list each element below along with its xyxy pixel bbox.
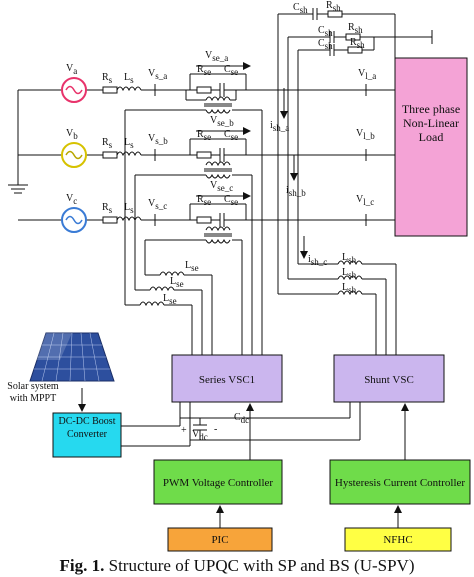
- phase-b-line: [18, 149, 190, 161]
- rsh-top-label: Rsh: [326, 0, 341, 13]
- vs-a-label: Vs_a: [148, 68, 167, 81]
- source-c: Vc: [61, 193, 87, 233]
- ground-symbol: [8, 90, 28, 194]
- rse-a-label: Rse: [197, 64, 211, 77]
- source-b-label: Vb: [66, 128, 78, 141]
- dcdc-label: DC-DC Boost Converter: [58, 416, 116, 440]
- solar-panel-image: [29, 332, 115, 382]
- shunt-vsc-label: Shunt VSC: [364, 374, 414, 386]
- vl-a-label: Vl_a: [358, 68, 376, 81]
- lse-1-label: Lse: [185, 260, 199, 273]
- phase-c-line: [18, 214, 190, 226]
- vl-c-label: Vl_c: [356, 194, 374, 207]
- ls-a-label: Ls: [124, 72, 134, 85]
- nonlinear-load: Three phase Non-Linear Load: [394, 57, 468, 237]
- ish-a-label: ish_a: [270, 120, 289, 133]
- hysteresis-controller-box: [329, 459, 471, 505]
- ish-b-label: ish_b: [286, 185, 306, 198]
- lsh-1-label: Lsh: [342, 252, 357, 265]
- pwm-controller-box: [153, 459, 283, 505]
- shunt-vsc-box: [333, 354, 445, 403]
- vdc-minus: -: [214, 424, 217, 435]
- cse-b-label: Cse: [224, 129, 238, 142]
- ish-c-label: ish_c: [308, 254, 327, 267]
- lsh-3-label: Lsh: [342, 282, 357, 295]
- rsh-low-label: Rsh: [350, 37, 365, 50]
- dc-link: [179, 402, 361, 441]
- cdc-label: Cdc: [234, 412, 249, 425]
- nfhc-label: NFHC: [383, 534, 412, 546]
- rs-a-label: Rs: [102, 72, 113, 85]
- hyst-label: Hysteresis Current Controller: [335, 477, 465, 489]
- pwm-label: PWM Voltage Controller: [163, 477, 274, 489]
- source-a-label: Va: [66, 63, 77, 76]
- shunt-inductors: [277, 244, 397, 355]
- ls-b-label: Ls: [124, 137, 134, 150]
- source-a: Va: [61, 63, 87, 103]
- vse-a-label: Vse_a: [205, 50, 228, 63]
- vs-c-label: Vs_c: [148, 198, 167, 211]
- csh-mid-label: Csh: [318, 25, 333, 38]
- csh-low-label: Csh: [318, 38, 333, 51]
- rsh-mid-label: Rsh: [348, 22, 363, 35]
- rse-b-label: Rse: [197, 129, 211, 142]
- series-vsc-label: Series VSC1: [199, 374, 255, 386]
- solar-label: Solar system with MPPT: [7, 381, 59, 404]
- series-transformer-b: [189, 138, 247, 179]
- phase-a-line: [18, 84, 190, 96]
- source-c-label: Vc: [66, 193, 77, 206]
- pic-label: PIC: [211, 534, 228, 546]
- csh-top-label: Csh: [293, 2, 308, 15]
- series-inductors: [124, 109, 263, 355]
- rs-c-label: Rs: [102, 202, 113, 215]
- cse-c-label: Cse: [224, 194, 238, 207]
- vdc-label: Vdc: [192, 429, 208, 442]
- vs-b-label: Vs_b: [148, 133, 168, 146]
- source-b: Vb: [61, 128, 87, 168]
- cse-a-label: Cse: [224, 64, 238, 77]
- vl-b-label: Vl_b: [356, 128, 375, 141]
- ripple-filter: [277, 8, 433, 274]
- series-transformer-c: [189, 203, 247, 244]
- vdc-plus: +: [181, 425, 187, 436]
- load-label: Three phase Non-Linear Load: [401, 102, 461, 144]
- vse-c-label: Vse_c: [210, 180, 233, 193]
- rs-b-label: Rs: [102, 137, 113, 150]
- dcdc-converter-box: [52, 412, 122, 458]
- vse-b-label: Vse_b: [210, 115, 234, 128]
- lsh-2-label: Lsh: [342, 267, 357, 280]
- series-vsc-box: [171, 354, 283, 403]
- lse-2-label: Lse: [170, 276, 184, 289]
- rse-c-label: Rse: [197, 194, 211, 207]
- figure-caption: Fig. 1. Structure of UPQC with SP and BS…: [59, 556, 415, 575]
- ls-c-label: Ls: [124, 202, 134, 215]
- series-transformer-a: [189, 73, 247, 114]
- lse-3-label: Lse: [163, 293, 177, 306]
